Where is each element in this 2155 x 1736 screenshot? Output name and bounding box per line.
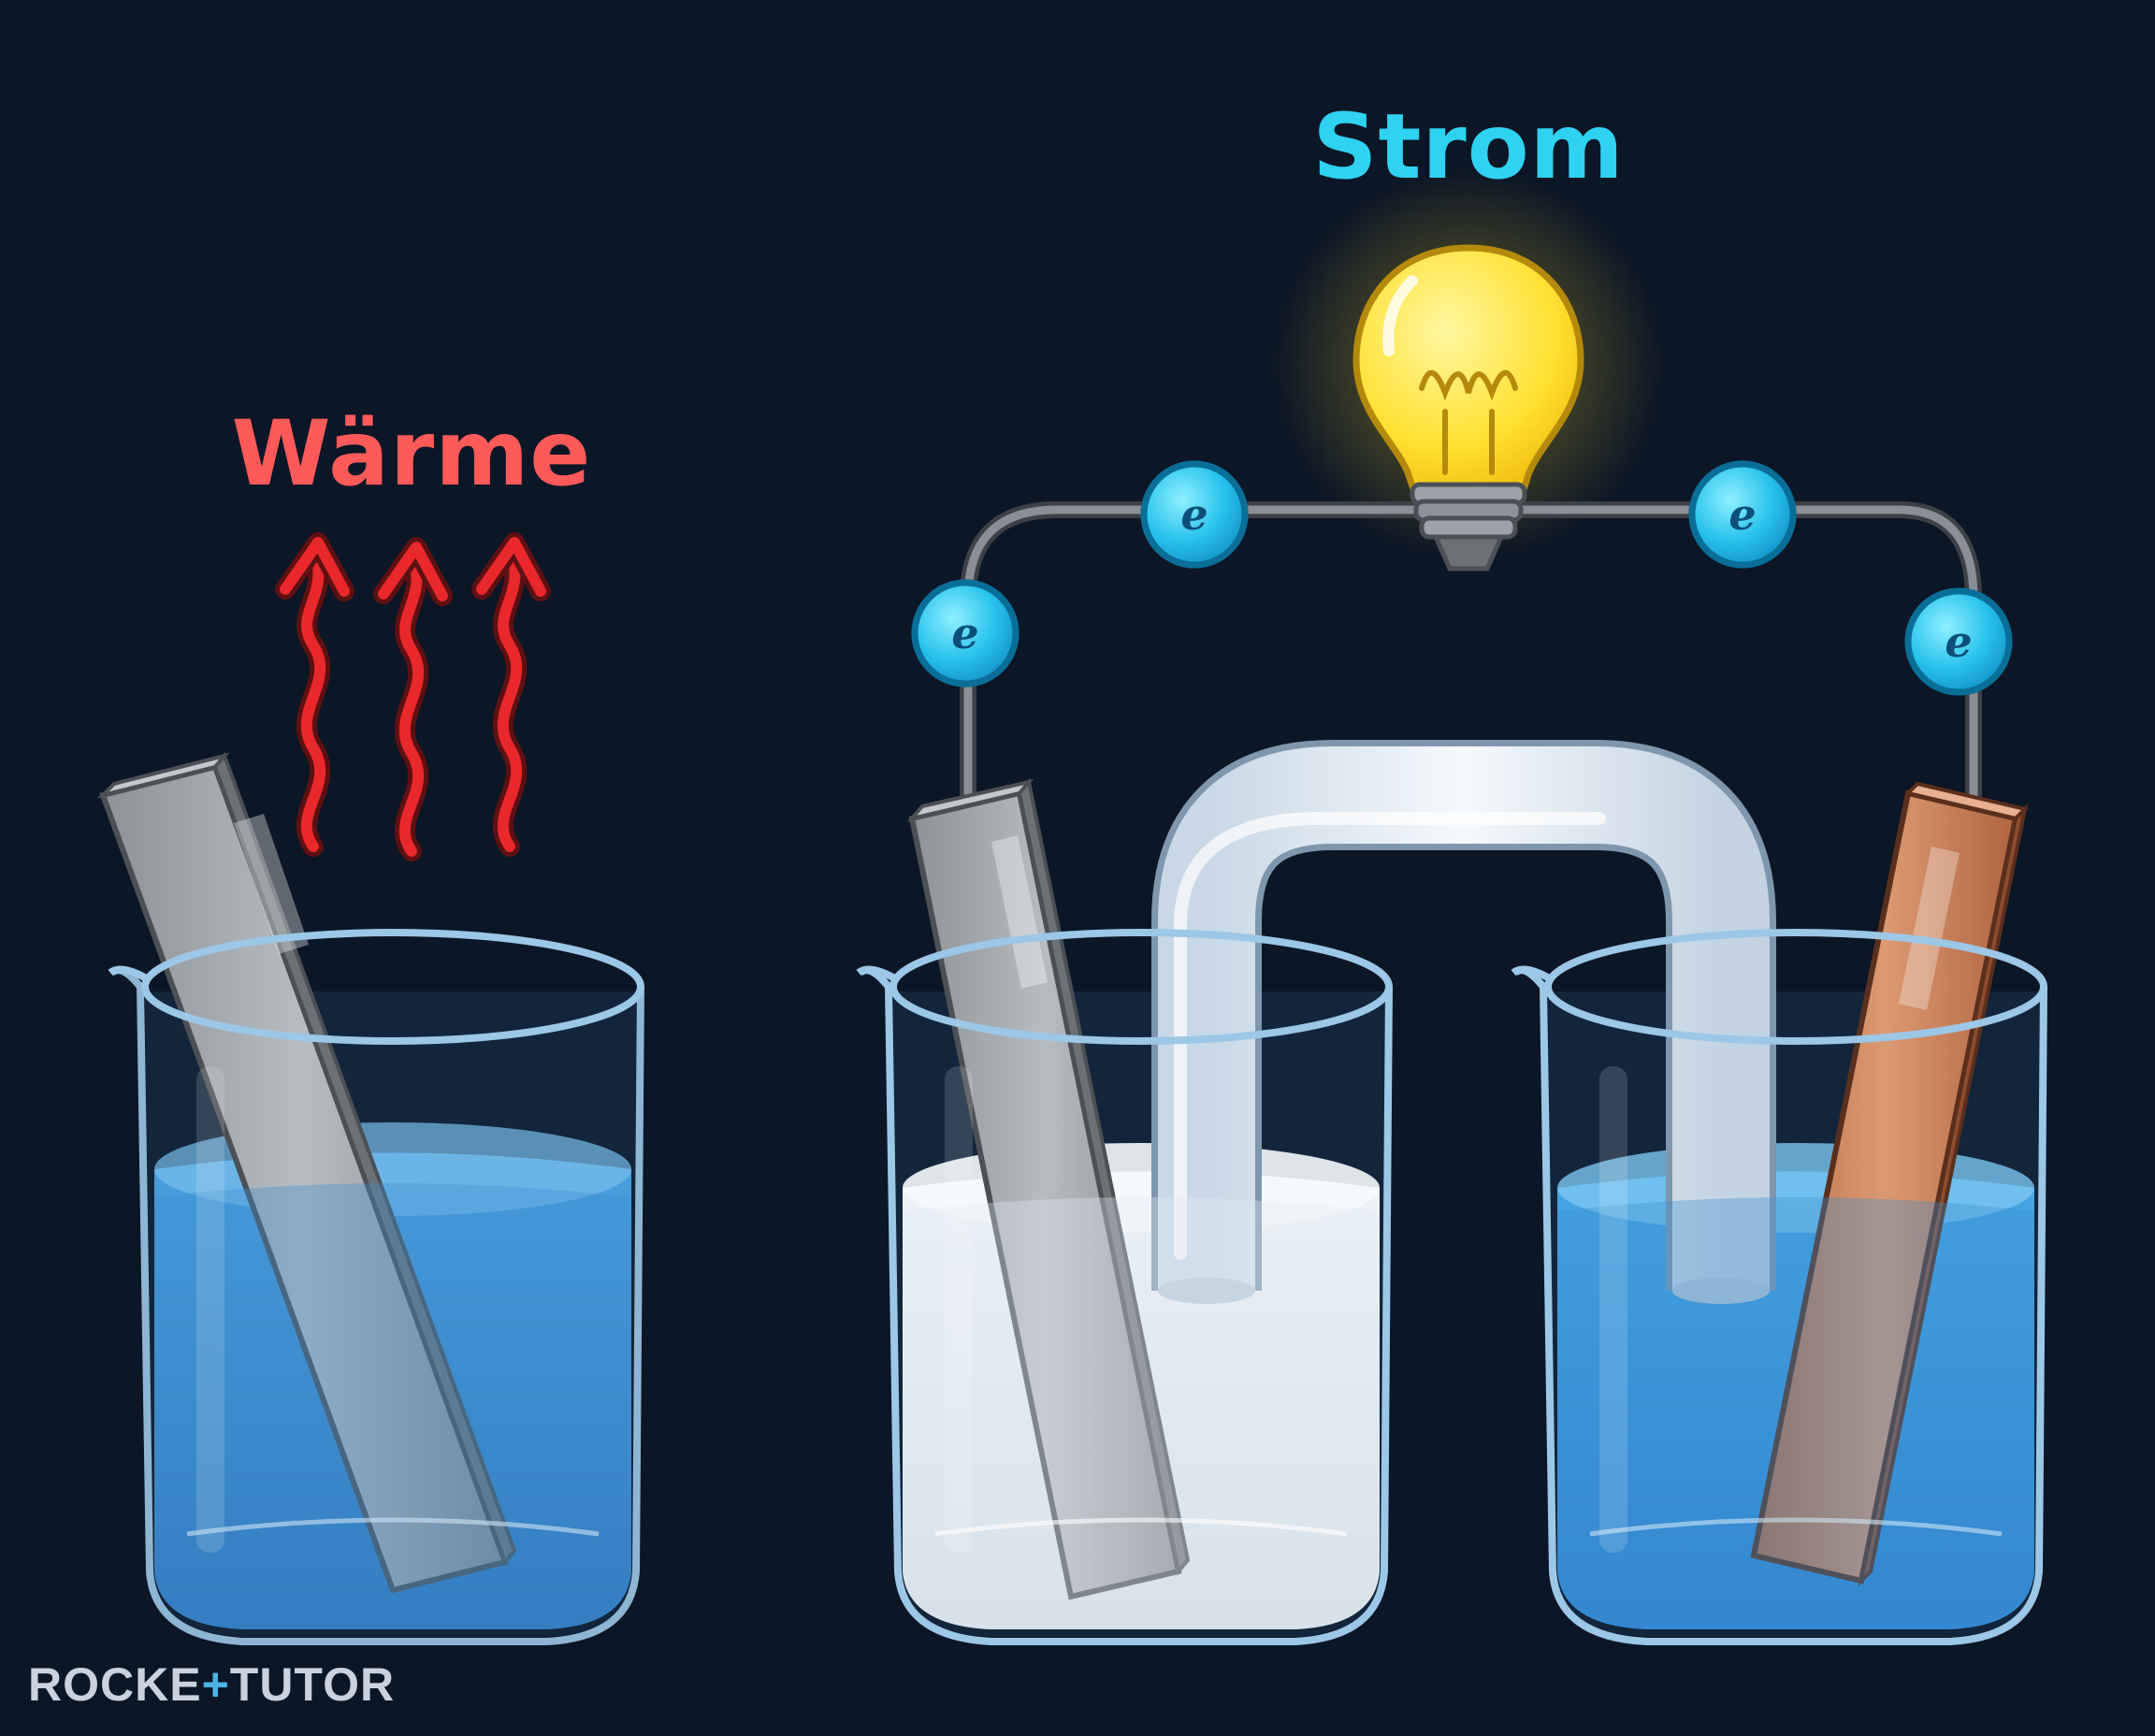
electron-label: e (951, 608, 978, 658)
electron-label: e (1728, 489, 1756, 540)
heat-arrows (275, 532, 551, 861)
beaker-icon (96, 752, 644, 1645)
current-label: Strom (1312, 94, 1624, 199)
clear-solution-overlay (903, 1197, 1380, 1629)
left-beaker-setup: Wärme (96, 401, 644, 1645)
salt-bridge-icon (1151, 740, 1776, 1304)
galvanic-cell-setup: Strom e e e e (856, 94, 2047, 1645)
heat-arrow-icon (471, 532, 551, 857)
heat-arrow-icon (275, 532, 354, 857)
electron-icon: e (1688, 460, 1797, 569)
zinc-strip (96, 752, 517, 1594)
electron-icon: e (1904, 587, 2013, 696)
logo-right: TUTOR (229, 1658, 396, 1711)
glass-highlight (1599, 1066, 1627, 1553)
heat-arrow-icon (373, 537, 453, 861)
circuit-wire (960, 501, 1982, 827)
logo-left: ROCKE (28, 1658, 202, 1711)
electron-icon: e (911, 579, 1020, 687)
zinc-electrode (906, 777, 1191, 1600)
electron-label: e (1180, 489, 1208, 540)
heat-label: Wärme (232, 401, 592, 506)
blue-solution-overlay (1557, 1197, 2034, 1629)
rockettutor-logo: ROCKE+TUTOR (28, 1661, 395, 1708)
logo-mark: + (201, 1658, 230, 1711)
electron-label: e (1945, 616, 1972, 667)
electron-icon: e (1140, 460, 1249, 569)
copper-electrode (1750, 781, 2029, 1587)
light-bulb-icon (1352, 244, 1584, 571)
glass-highlight (945, 1066, 973, 1553)
beaker-glass-right (1511, 929, 2047, 1645)
beaker-glass-middle (856, 929, 1393, 1645)
